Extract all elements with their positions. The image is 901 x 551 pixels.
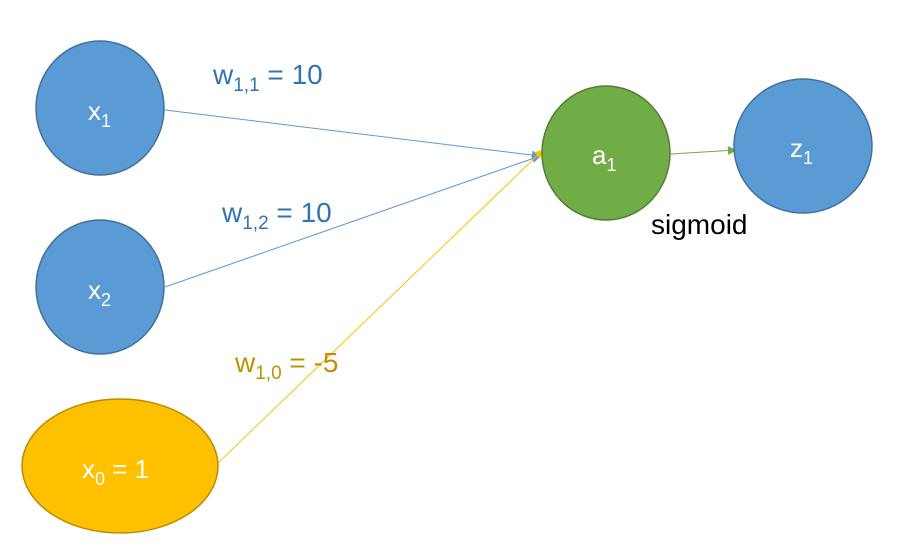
node-x0-ellipse — [21, 398, 219, 534]
node-z1-circle — [733, 78, 873, 214]
node-a1: a1 — [541, 85, 671, 221]
node-x2: x2 — [35, 219, 165, 355]
node-a1-label: a1 — [592, 140, 616, 175]
node-x2-circle — [35, 219, 165, 355]
node-x0-label: x0 = 1 — [82, 454, 149, 489]
node-x1-circle — [35, 40, 165, 176]
node-x2-label: x2 — [88, 275, 111, 310]
edge-a1-to-z1 — [670, 146, 737, 155]
edge-x1-to-a1 — [164, 109, 541, 160]
node-a1-circle — [541, 85, 671, 221]
weight-w12-label: w1,2 = 10 — [221, 197, 332, 234]
node-x1-label: x1 — [88, 96, 111, 131]
node-x1: x1 — [35, 40, 165, 176]
edge-x0-to-a1 — [217, 149, 544, 464]
node-z1-label: z1 — [790, 133, 813, 168]
node-z1: z1 — [733, 78, 873, 214]
edge-x2-to-a1 — [164, 154, 541, 288]
node-x0-bias: x0 = 1 — [21, 398, 219, 534]
weight-w11-label: w1,1 = 10 — [212, 59, 323, 96]
weight-w10-label: w1,0 = -5 — [234, 347, 338, 384]
activation-label: sigmoid — [651, 209, 747, 240]
